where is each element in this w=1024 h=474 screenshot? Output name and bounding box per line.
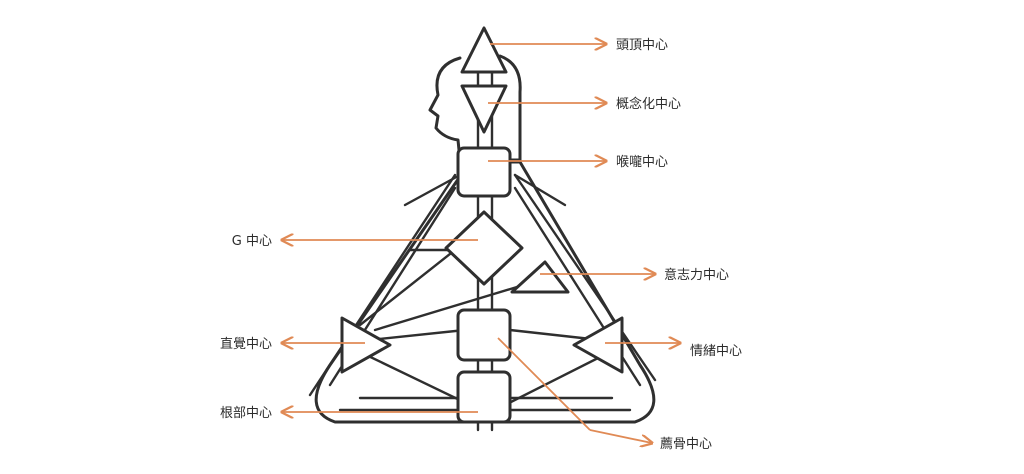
- g-center[interactable]: [444, 210, 524, 286]
- body-outline: [314, 160, 656, 424]
- solar-plexus-center[interactable]: [572, 316, 624, 374]
- channel-spleen-will: [373, 278, 542, 332]
- channel-throat-right: [513, 173, 567, 207]
- spleen-center[interactable]: [340, 316, 392, 374]
- label-solar-plexus-center: 情緒中心: [690, 344, 742, 359]
- label-root-center: 根部中心: [220, 406, 272, 421]
- label-spleen-center: 直覺中心: [220, 337, 272, 352]
- arrow-sacral: [497, 337, 591, 431]
- head-center[interactable]: [460, 26, 508, 74]
- channel-solar-root: [503, 350, 612, 407]
- channel-spleen-root: [358, 350, 472, 407]
- label-g-center: G 中心: [232, 234, 272, 249]
- channel-spleen-g: [358, 248, 457, 327]
- ajna-center[interactable]: [460, 84, 508, 134]
- right-arm-outer: [513, 173, 657, 382]
- arrow-sacral-tail: [589, 429, 652, 443]
- label-sacral-center: 薦骨中心: [660, 437, 712, 452]
- channel-throat-left: [403, 173, 462, 207]
- label-ajna-center: 概念化中心: [616, 96, 681, 112]
- will-center[interactable]: [510, 260, 570, 294]
- label-will-center: 意志力中心: [664, 267, 729, 283]
- left-arm-outer: [308, 173, 457, 397]
- channel-spleen-sacral: [368, 328, 467, 342]
- sacral-center[interactable]: [456, 308, 512, 362]
- label-head-center: 頭頂中心: [616, 38, 668, 53]
- throat-center[interactable]: [456, 146, 512, 198]
- head-silhouette: [428, 54, 522, 162]
- root-center[interactable]: [456, 370, 512, 424]
- label-throat-center: 喉嚨中心: [616, 154, 668, 170]
